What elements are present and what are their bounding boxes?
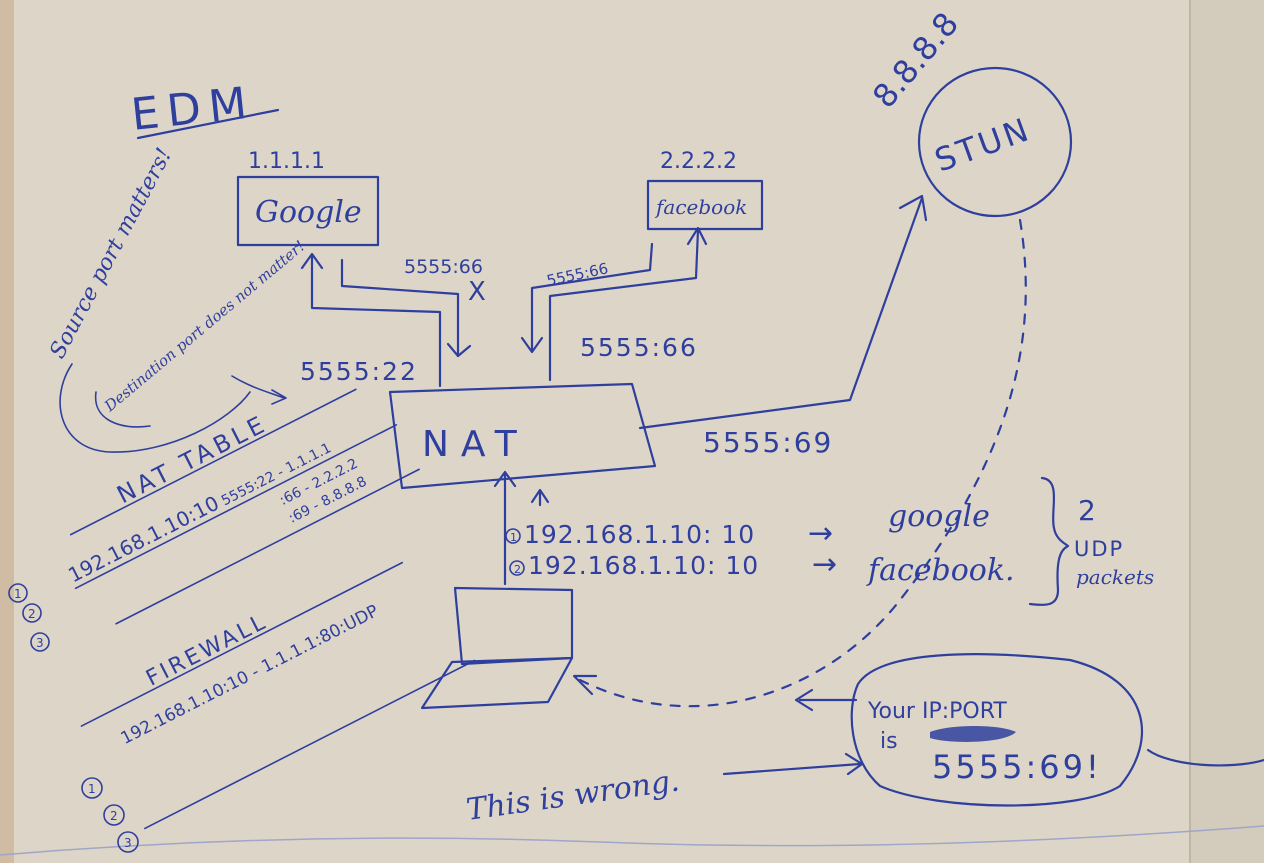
- scribbled-out-text: [930, 726, 1016, 742]
- nat-to-stun-arrowhead: [898, 194, 928, 222]
- packet-2-number-circle: [509, 560, 525, 576]
- facebook-to-nat-path: [530, 242, 654, 352]
- packet-1-arrow: →: [808, 516, 833, 551]
- title-underline: [136, 108, 280, 140]
- bottom-scribble-line: [0, 825, 1264, 856]
- nat-google-port-label: 5555:22: [300, 357, 418, 386]
- nat-label: NAT: [422, 424, 529, 465]
- packets-brace: [1028, 476, 1070, 607]
- nat-to-google-arrowhead: [300, 252, 324, 270]
- stun-reply-line-2: is: [880, 729, 898, 754]
- firewall-row3-number: 3: [124, 836, 132, 850]
- nat-table-row2-number-circle: [22, 603, 42, 623]
- nat-to-facebook-arrowhead: [686, 226, 708, 246]
- packet-2-source: 192.168.1.10: 10: [528, 551, 759, 580]
- laptop-to-nat-arrow-2: [530, 488, 550, 507]
- next-page-edge: [1190, 0, 1264, 863]
- google-to-nat-path: [340, 258, 460, 358]
- facebook-server-box: [646, 179, 764, 231]
- facebook-to-nat-arrowhead: [520, 336, 544, 354]
- google-server-label: Google: [255, 195, 362, 230]
- source-port-note-arrow: [59, 363, 251, 453]
- stun-return-arrowhead: [572, 674, 598, 696]
- stun-reply-line-3: 5555:69!: [932, 748, 1102, 786]
- google-port-label: 5555:66: [404, 256, 483, 278]
- stun-reply-bubble: [850, 653, 1143, 807]
- nat-to-stun-port-label: 5555:69: [703, 426, 833, 459]
- firewall-row1-number: 1: [88, 782, 96, 796]
- firewall-row2-number: 2: [110, 809, 118, 823]
- packet-2-destination: facebook.: [866, 553, 1015, 588]
- nat-table-row3-number-circle: [30, 632, 50, 652]
- nat-table-row1-number-circle: [8, 583, 28, 603]
- nat-to-facebook-path: [548, 228, 700, 382]
- packet-1-number: 1: [510, 531, 517, 544]
- nat-to-google-path: [310, 254, 442, 388]
- stun-reply-line-1: Your IP:PORT: [867, 699, 1007, 724]
- firewall-row3-number-circle: [117, 831, 139, 853]
- firewall-row2-number-circle: [103, 804, 125, 826]
- google-to-nat-arrowhead: [446, 342, 472, 358]
- packet-type-line-2: packets: [1076, 565, 1154, 589]
- firewall-row1-number-circle: [81, 777, 103, 799]
- laptop-to-nat-arrow: [493, 470, 517, 586]
- packet-2-number: 2: [514, 563, 521, 576]
- facebook-ip: 2.2.2.2: [660, 149, 737, 174]
- google-ip: 1.1.1.1: [248, 149, 325, 174]
- google-blocked-mark: X: [468, 277, 486, 307]
- packet-1-destination: google: [888, 499, 990, 534]
- nat-box: [388, 382, 657, 490]
- nat-to-stun-path: [638, 196, 924, 430]
- packet-count: 2: [1078, 494, 1096, 527]
- nat-table-row1-number: 1: [14, 587, 22, 601]
- destination-port-note-arrow: [94, 375, 287, 428]
- nat-table-row3-number: 3: [36, 636, 44, 650]
- facebook-server-label: facebook: [654, 195, 747, 219]
- firewall-table-lines: [80, 561, 476, 830]
- packet-type-line-1: UDP: [1074, 537, 1124, 561]
- nat-table-lines: [69, 388, 420, 625]
- nat-facebook-port-label: 5555:66: [580, 333, 698, 362]
- google-server-box: [236, 175, 380, 247]
- stun-server-circle: [917, 66, 1073, 218]
- reply-tail-line: [1146, 748, 1264, 767]
- nat-table-row2-number: 2: [28, 607, 36, 621]
- packet-1-number-circle: [505, 528, 521, 544]
- book-binding: [0, 0, 14, 863]
- laptop-keyboard: [420, 656, 574, 710]
- packet-2-arrow: →: [812, 547, 837, 582]
- wrong-comment-arrow: [722, 752, 864, 776]
- reply-arrow-left: [794, 688, 858, 712]
- stun-return-path: [578, 218, 1027, 708]
- packet-1-source: 192.168.1.10: 10: [524, 520, 755, 549]
